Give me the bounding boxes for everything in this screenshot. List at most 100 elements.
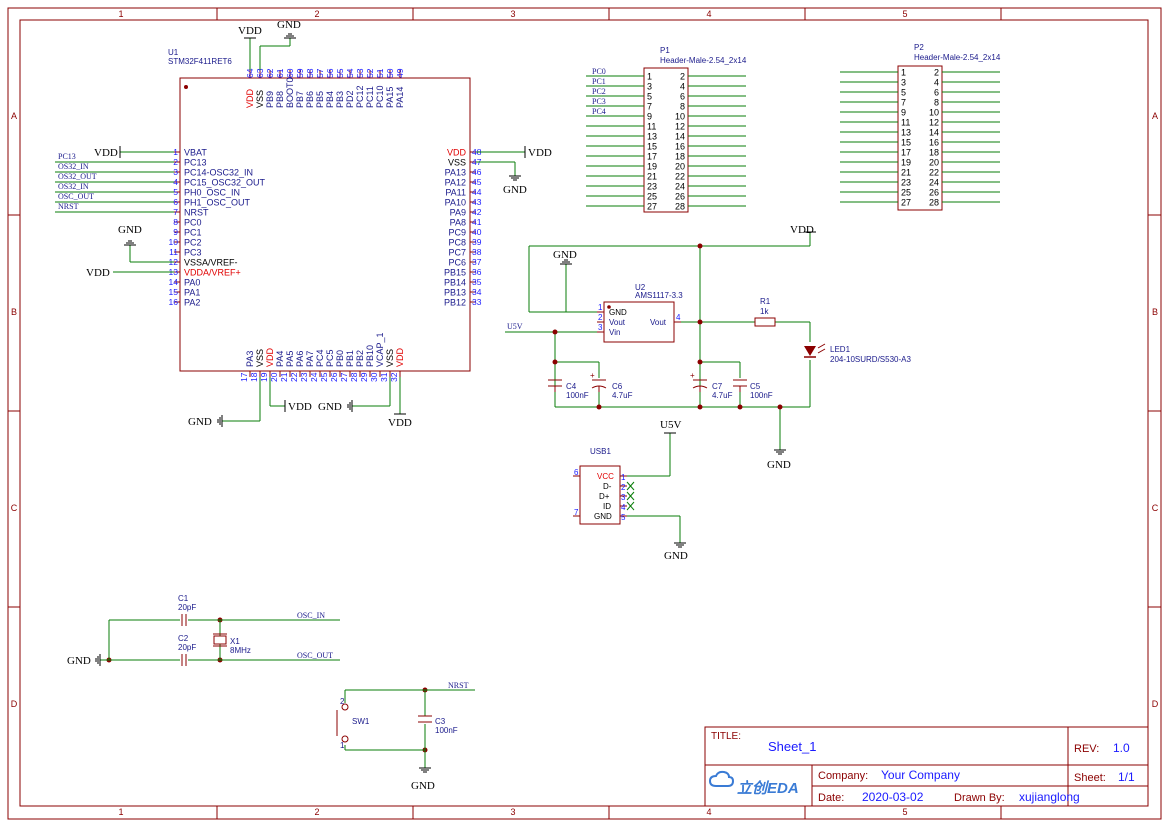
header-net-label: PC0 — [592, 67, 606, 76]
u1-pin-number: 62 — [265, 68, 275, 78]
header-net-label: PC2 — [592, 87, 606, 96]
sheet-frame — [7, 7, 1162, 820]
header-pin-odd: 19 — [647, 162, 657, 172]
header-pin-even: 18 — [929, 148, 939, 158]
p1-body — [643, 67, 689, 213]
col-label: 5 — [902, 9, 907, 19]
u1-pin-number: 29 — [359, 372, 369, 382]
p2-ref: P2 — [914, 43, 924, 52]
usb-pin-num: 4 — [621, 503, 626, 512]
net-label: OSC_OUT — [58, 192, 94, 201]
header-pin-even: 18 — [675, 152, 685, 162]
header-pin-even: 10 — [675, 112, 685, 122]
u1-pin-name: PC2 — [184, 238, 202, 248]
led1-value: 204-10SURD/S530-A3 — [830, 355, 911, 364]
sw1-switch[interactable] — [336, 703, 432, 743]
c7-value: 4.7uF — [712, 391, 733, 400]
header-pin-odd: 21 — [901, 168, 911, 178]
u1-pin-name: PC8 — [448, 238, 466, 248]
net-label: PC13 — [58, 152, 76, 161]
c1-ref: C1 — [178, 594, 189, 603]
reset-wiring — [344, 689, 475, 768]
c2-ref: C2 — [178, 634, 189, 643]
u1-pin-number: 10 — [169, 237, 179, 247]
c5-value: 100nF — [750, 391, 773, 400]
u1-pin-number: 35 — [472, 277, 482, 287]
row-label: C — [11, 503, 18, 513]
u2-regulator[interactable]: U2 AMS1117-3.3 1 2 3 GND Vout Vin 4 Vout — [597, 283, 683, 343]
u1-pin-name: PH0_OSC_IN — [184, 188, 240, 198]
header-pin-even: 8 — [680, 102, 685, 112]
u1-pin-name: PA11 — [445, 188, 466, 198]
u1-pin-number: 31 — [379, 372, 389, 382]
u1-pin-number: 59 — [295, 68, 305, 78]
u1-pin-number: 8 — [173, 217, 178, 227]
usb-pin-name: D+ — [599, 492, 610, 501]
u2-pin-num: 2 — [598, 313, 603, 322]
col-label: 4 — [706, 9, 711, 19]
usb-pin-name: GND — [594, 512, 612, 521]
u2-value: AMS1117-3.3 — [635, 291, 683, 300]
u1-pin-name: PC1 — [184, 228, 202, 238]
u1-pin-name: PA2 — [184, 298, 200, 308]
header-pin-odd: 17 — [647, 152, 657, 162]
header-pin-odd: 27 — [901, 198, 911, 208]
u1-pin-name: PA3 — [245, 351, 255, 367]
col-label: 1 — [118, 807, 123, 817]
header-pin-even: 4 — [934, 78, 939, 88]
led1[interactable]: LED1 204-10SURD/S530-A3 — [804, 343, 911, 364]
regulator-caps[interactable] — [548, 379, 747, 392]
u1-pin-number: 60 — [285, 68, 295, 78]
sw1-pin: 2 — [340, 697, 345, 706]
header-pin-odd: 3 — [901, 78, 906, 88]
usb-pin-num: 3 — [621, 493, 626, 502]
usb1-ref: USB1 — [590, 447, 611, 456]
vdd-label: VDD — [388, 417, 412, 429]
u1-pin-number: 30 — [369, 372, 379, 382]
u1-power-symbols — [119, 33, 526, 427]
c5-ref: C5 — [750, 382, 761, 391]
header-pin-odd: 17 — [901, 148, 911, 158]
u1-pin-number: 54 — [345, 68, 355, 78]
u1-pin-name: VDD — [395, 347, 405, 367]
header-pin-even: 16 — [929, 138, 939, 148]
gnd-label: GND — [318, 401, 342, 413]
crystal-parts[interactable] — [181, 614, 227, 666]
header-pin-odd: 9 — [647, 112, 652, 122]
header-pin-odd: 1 — [647, 72, 652, 82]
u1-pin-name: VCAP_1 — [375, 332, 385, 367]
usb1-connector[interactable]: USB1 VCC D- D+ ID GND 1 2 3 4 5 6 7 — [573, 447, 635, 525]
regulator-power-symbols — [560, 231, 816, 455]
col-label: 1 — [118, 9, 123, 19]
u1-pin-name: PC13 — [184, 158, 207, 168]
u1-pin-number: 40 — [472, 227, 482, 237]
u1-pin-number: 33 — [472, 297, 482, 307]
col-label: 4 — [706, 807, 711, 817]
header-pin-odd: 3 — [647, 82, 652, 92]
c7-ref: C7 — [712, 382, 723, 391]
u1-pin-number: 58 — [305, 68, 315, 78]
regulator-junctions — [106, 243, 783, 753]
u1-pin-name: PB4 — [325, 91, 335, 108]
header-pin-odd: 7 — [901, 98, 906, 108]
gnd-label: GND — [411, 780, 435, 792]
u1-pin-name: VSS — [385, 349, 395, 367]
header-pin-odd: 1 — [901, 68, 906, 78]
header-pin-even: 6 — [680, 92, 685, 102]
u1-pin-name: PB14 — [444, 278, 466, 288]
header-pin-even: 28 — [929, 198, 939, 208]
u1-pin-name: PB12 — [444, 298, 466, 308]
u1-pin-number: 51 — [375, 68, 385, 78]
usb-power-labels: U5V GND — [660, 419, 688, 562]
c3-value: 100nF — [435, 726, 458, 735]
u1-pin-number: 2 — [173, 157, 178, 167]
u1-pin-name: PB3 — [335, 91, 345, 108]
u1-pin-number: 19 — [259, 372, 269, 382]
u1-pin-number: 25 — [319, 372, 329, 382]
r1-resistor[interactable]: R1 1k — [754, 297, 776, 327]
usb-pin-num: 2 — [621, 483, 626, 492]
plus-sign: + — [590, 371, 595, 380]
